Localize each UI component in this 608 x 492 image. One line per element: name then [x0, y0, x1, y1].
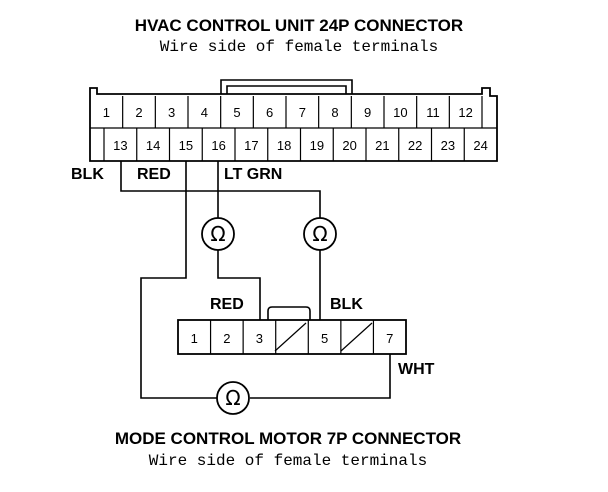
pin-label: 18	[277, 138, 291, 153]
pin-label: 15	[179, 138, 193, 153]
pin-label: 2	[135, 105, 142, 120]
top-connector-title: HVAC CONTROL UNIT 24P CONNECTOR	[135, 16, 463, 35]
pin-label: 22	[408, 138, 422, 153]
wire-label-wht: WHT	[398, 361, 435, 378]
pin-label: 2	[223, 331, 230, 346]
ohm-icon: Ω	[225, 386, 240, 410]
pin-label: 10	[393, 105, 407, 120]
pin-label: 23	[441, 138, 455, 153]
pin-label: 9	[364, 105, 371, 120]
pin-label: 7	[299, 105, 306, 120]
connector-body	[177, 319, 407, 355]
pin-label: 3	[256, 331, 263, 346]
pin-label: 7	[386, 331, 393, 346]
connector-body	[89, 87, 498, 162]
wire-label-blk-top: BLK	[71, 166, 104, 183]
wire-label-blk-bottom: BLK	[330, 296, 363, 313]
pin-label: 17	[244, 138, 258, 153]
pin-label: 21	[375, 138, 389, 153]
mode-motor-7p-connector: 1 2 3 5 7	[177, 306, 407, 355]
pin-label: 19	[310, 138, 324, 153]
wire-meter-to-pin3	[217, 250, 261, 320]
pin-label: 1	[103, 105, 110, 120]
pin-label: 3	[168, 105, 175, 120]
wires	[120, 161, 391, 399]
pin-label: 20	[342, 138, 356, 153]
wire-wht-7	[250, 352, 391, 399]
wire-label-red-bottom: RED	[210, 296, 244, 313]
ohm-icon: Ω	[312, 222, 327, 246]
pin-label: 14	[146, 138, 160, 153]
pin-label: 12	[458, 105, 472, 120]
blank-cavity-6	[340, 322, 373, 352]
ohmmeter-left: Ω	[201, 217, 235, 251]
pin-label: 13	[113, 138, 127, 153]
wire-red-15	[140, 161, 218, 399]
wire-label-lt-grn: LT GRN	[224, 166, 282, 183]
pin-label: 11	[426, 105, 440, 120]
connector-latch	[267, 306, 311, 320]
pin-label: 4	[201, 105, 208, 120]
pin-label: 5	[321, 331, 328, 346]
pin-label: 24	[473, 138, 487, 153]
wire-blk-13	[120, 161, 321, 218]
pin-label: 8	[331, 105, 338, 120]
pin-label: 16	[211, 138, 225, 153]
blank-cavity-4	[274, 322, 307, 352]
ohm-icon: Ω	[210, 222, 225, 246]
wire-label-red-top: RED	[137, 166, 171, 183]
ohmmeter-bottom: Ω	[216, 381, 250, 415]
bottom-connector-title: MODE CONTROL MOTOR 7P CONNECTOR	[115, 429, 461, 448]
top-connector-subtitle: Wire side of female terminals	[160, 38, 438, 56]
pin-label: 1	[191, 331, 198, 346]
pin-label: 5	[233, 105, 240, 120]
ohmmeter-right: Ω	[303, 217, 337, 251]
pin-label: 6	[266, 105, 273, 120]
connector-latch	[220, 79, 353, 98]
bottom-connector-subtitle: Wire side of female terminals	[149, 452, 427, 470]
